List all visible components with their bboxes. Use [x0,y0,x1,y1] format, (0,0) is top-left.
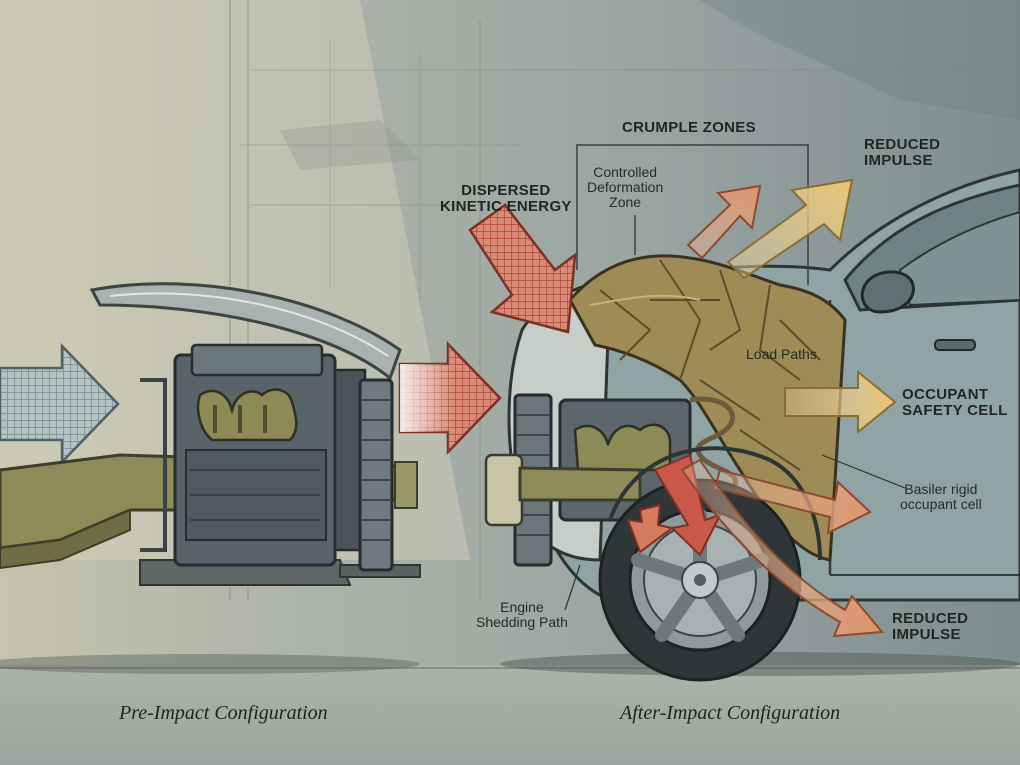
occupant-safety-arrow [784,369,897,435]
reduced-impulse-bottom-line-1: REDUCED [892,610,969,627]
reduced-impulse-bottom-line-2: IMPULSE [892,626,961,644]
controlled-deformation-line-1: Controlled [593,164,658,180]
impact-force-arrow [398,340,502,456]
engine-shedding-label: Engine Shedding Path [476,599,568,631]
reduced-impulse-top-line-2: IMPULSE [864,152,933,170]
controlled-deformation-label: Controlled Deformation Zone [587,164,664,211]
occupant-safety-cell-label: OCCUPANT SAFETY CELL [902,386,1008,420]
rigid-cell-line-2: occupant cell [900,496,982,513]
incoming-force-arrow [0,342,120,466]
raised-hood [89,282,402,381]
reduced-impulse-top-label: REDUCED IMPULSE [864,136,941,170]
rigid-cell-arrow [713,468,872,535]
engine-shedding-leader [564,564,581,611]
dispersed-energy-line-2: KINETIC ENERGY [440,198,572,216]
load-paths-label: Load Paths [746,346,817,362]
dispersed-energy-label: DISPERSED KINETIC ENERGY [440,182,572,216]
controlled-deformation-line-2: Deformation [587,179,664,196]
dispersed-energy-line-1: DISPERSED [461,182,551,199]
pre-impact-caption: Pre-Impact Configuration [119,702,328,724]
engine-shedding-line-2: Shedding Path [476,614,568,631]
reduced-impulse-arrow-2 [726,178,854,280]
engine-shedding-line-1: Engine [500,599,544,615]
rigid-cell-line-1: Basiler rigid [904,481,978,497]
reduced-impulse-bottom-label: REDUCED IMPULSE [892,610,969,644]
crumple-zones-label: CRUMPLE ZONES [622,119,756,136]
rigid-cell-leader [821,454,906,489]
reduced-impulse-arrow-1 [686,184,762,260]
reduced-impulse-top-line-1: REDUCED [864,136,941,153]
occupant-safety-cell-line-2: SAFETY CELL [902,402,1008,420]
controlled-deformation-line-3: Zone [609,194,642,211]
dispersed-energy-arrow [468,203,577,334]
reduced-impulse-arrow-bottom [680,458,884,638]
after-impact-caption: After-Impact Configuration [620,702,841,724]
pre-impact-engine [140,343,394,572]
rigid-cell-label: Basiler rigid occupant cell [900,481,982,513]
occupant-safety-cell-line-1: OCCUPANT [902,386,989,403]
